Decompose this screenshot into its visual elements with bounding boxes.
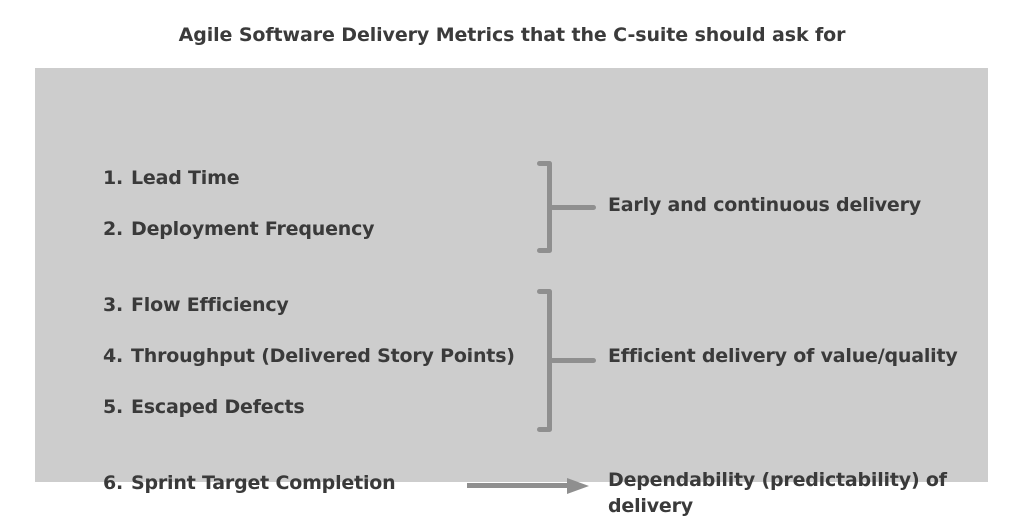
metric-label-1: Lead Time [131, 167, 240, 189]
metric-number-5: 5. [103, 396, 124, 418]
metric-item-4: 4. Throughput (Delivered Story Points) [103, 345, 515, 367]
brace-vertical [547, 161, 552, 253]
brace-stem [550, 358, 596, 363]
brace-vertical [547, 289, 552, 432]
arrow-head [567, 478, 589, 494]
slide-canvas: Agile Software Delivery Metrics that the… [35, 24, 988, 517]
metric-number-3: 3. [103, 294, 124, 316]
arrow-right-icon [467, 478, 589, 494]
brace-bottom-arm [537, 427, 551, 432]
arrow-shaft [467, 483, 571, 488]
metric-label-6: Sprint Target Completion [131, 472, 396, 494]
metric-number-2: 2. [103, 218, 124, 240]
outcome-label-2: Efficient delivery of value/quality [608, 345, 958, 367]
metric-label-5: Escaped Defects [131, 396, 305, 418]
metric-item-3: 3. Flow Efficiency [103, 294, 289, 316]
metric-item-6: 6. Sprint Target Completion [103, 472, 396, 494]
brace-icon-group-2 [537, 289, 597, 432]
outcome-label-3: Dependability (predictability) of delive… [608, 469, 947, 517]
brace-stem [550, 204, 596, 210]
content-panel: 1. Lead Time 2. Deployment Frequency 3. … [35, 68, 988, 517]
metric-item-2: 2. Deployment Frequency [103, 218, 375, 240]
metric-item-5: 5. Escaped Defects [103, 396, 305, 418]
metric-number-6: 6. [103, 472, 124, 494]
page-title: Agile Software Delivery Metrics that the… [178, 24, 846, 46]
brace-top-arm [537, 161, 551, 166]
metric-number-4: 4. [103, 345, 124, 367]
outcome-label-1: Early and continuous delivery [608, 194, 921, 216]
metric-item-1: 1. Lead Time [103, 167, 240, 189]
metric-label-3: Flow Efficiency [131, 294, 289, 316]
brace-bottom-arm [537, 248, 551, 253]
brace-top-arm [537, 289, 551, 294]
metric-label-2: Deployment Frequency [131, 218, 375, 240]
brace-icon-group-1 [537, 161, 597, 253]
metric-label-4: Throughput (Delivered Story Points) [131, 345, 515, 367]
metric-number-1: 1. [103, 167, 124, 189]
